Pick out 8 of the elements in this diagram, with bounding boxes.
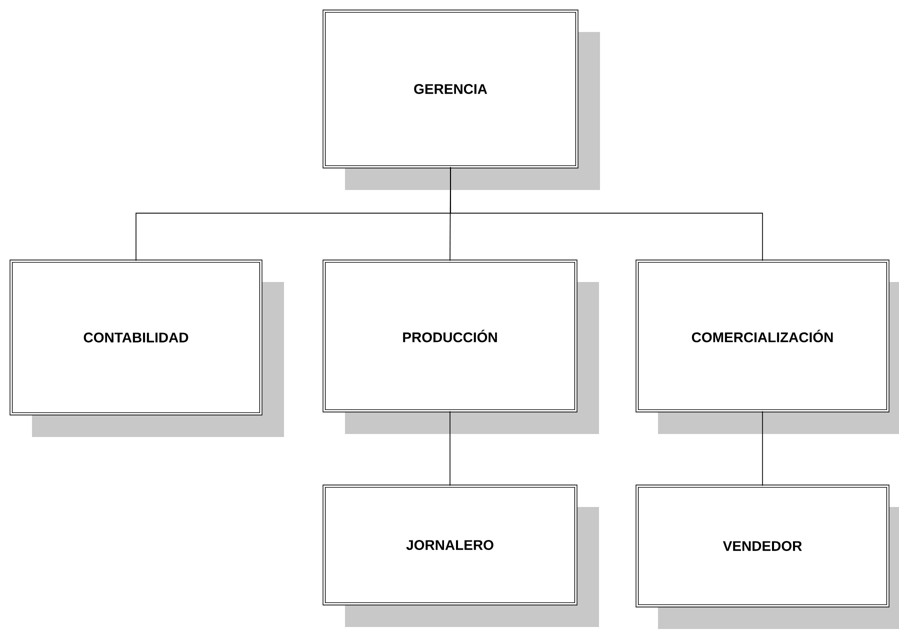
connector-line [450, 166, 763, 262]
org-box: VENDEDOR [636, 484, 899, 629]
connector-line [762, 410, 763, 486]
org-box: PRODUCCIÓN [322, 260, 599, 434]
org-box: COMERCIALIZACIÓN [636, 260, 899, 434]
org-box: GERENCIA [322, 10, 600, 190]
org-box: CONTABILIDAD [10, 260, 284, 437]
org-box: JORNALERO [322, 484, 599, 627]
